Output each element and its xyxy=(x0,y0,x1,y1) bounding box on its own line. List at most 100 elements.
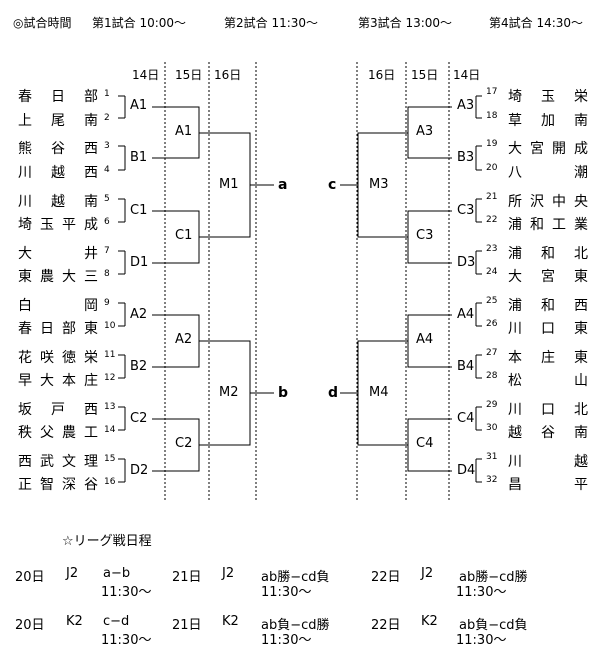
right-seed-number: 20 xyxy=(486,163,498,173)
right-seed-number: 25 xyxy=(486,296,498,306)
right-team-name: 浦和工業 xyxy=(508,214,588,234)
team-name-text: 坂戸西 xyxy=(18,402,98,418)
right-r1-match-label: B3 xyxy=(457,150,475,165)
team-name-text: 川越南 xyxy=(18,194,98,210)
league-row1-match1: a−b xyxy=(103,566,131,581)
league-row1-match3: ab勝−cd勝 xyxy=(459,570,528,585)
day-label-left-r3: 16日 xyxy=(214,68,242,82)
left-seed-number: 14 xyxy=(104,425,116,435)
left-team-name: 坂戸西 xyxy=(18,399,98,419)
team-name-text: 八潮 xyxy=(508,165,588,181)
left-seed-number: 10 xyxy=(104,321,116,331)
left-team-name: 白岡 xyxy=(18,295,98,315)
league-row1-day1: 20日 xyxy=(15,570,45,585)
team-name-text: 埼玉栄 xyxy=(508,89,588,105)
left-r1-match-label: B1 xyxy=(130,150,148,165)
left-seed-number: 13 xyxy=(104,402,116,412)
league-row1-time1: 11:30〜 xyxy=(101,585,152,600)
team-name-text: 花咲徳栄 xyxy=(18,350,98,366)
right-seed-number: 27 xyxy=(486,348,498,358)
left-r1-match-label: C2 xyxy=(130,411,148,426)
right-r2-match-label: A4 xyxy=(416,332,434,347)
team-name-text: 大宮開成 xyxy=(508,141,588,157)
team-name-text: 浦和工業 xyxy=(508,217,588,233)
team-name-text: 川越西 xyxy=(18,165,98,181)
left-team-name: 東農大三 xyxy=(18,266,98,286)
league-row2-court1: K2 xyxy=(66,614,83,629)
right-seed-number: 28 xyxy=(486,371,498,381)
right-team-name: 浦和西 xyxy=(508,295,588,315)
team-name-text: 浦和北 xyxy=(508,246,588,262)
right-r1-match-label: C3 xyxy=(457,203,475,218)
day-label-right-r3: 16日 xyxy=(368,68,396,82)
right-seed-number: 19 xyxy=(486,139,498,149)
right-team-name: 松山 xyxy=(508,370,588,390)
right-r2-match-label: C4 xyxy=(416,436,434,451)
right-team-name: 本庄東 xyxy=(508,347,588,367)
left-r1-match-label: A2 xyxy=(130,307,148,322)
team-name-text: 所沢中央 xyxy=(508,194,588,210)
left-team-name: 春日部東 xyxy=(18,318,98,338)
team-name-text: 川口北 xyxy=(508,402,588,418)
right-seed-number: 23 xyxy=(486,244,498,254)
left-team-name: 川越南 xyxy=(18,191,98,211)
right-team-name: 川口東 xyxy=(508,318,588,338)
league-row2-day1: 20日 xyxy=(15,618,45,633)
team-name-text: 川口東 xyxy=(508,321,588,337)
left-r2-match-label: A2 xyxy=(175,332,193,347)
left-r1-match-label: B2 xyxy=(130,359,148,374)
team-name-text: 松山 xyxy=(508,373,588,389)
left-team-name: 春日部 xyxy=(18,86,98,106)
left-team-name: 正智深谷 xyxy=(18,474,98,494)
right-seed-number: 21 xyxy=(486,192,498,202)
match1-time: 第1試合 10:00〜 xyxy=(92,16,187,30)
final-label-b: b xyxy=(278,385,289,401)
league-row2-time3: 11:30〜 xyxy=(456,633,507,648)
right-team-name: 所沢中央 xyxy=(508,191,588,211)
left-team-name: 花咲徳栄 xyxy=(18,347,98,367)
right-team-name: 八潮 xyxy=(508,162,588,182)
right-semifinal-label: M4 xyxy=(369,385,389,400)
league-row2-court2: K2 xyxy=(222,614,239,629)
right-r1-match-label: C4 xyxy=(457,411,475,426)
league-row1-time2: 11:30〜 xyxy=(261,585,312,600)
team-name-text: 西武文理 xyxy=(18,454,98,470)
left-team-name: 熊谷西 xyxy=(18,138,98,158)
team-name-text: 秩父農工 xyxy=(18,425,98,441)
match2-time: 第2試合 11:30〜 xyxy=(224,16,319,30)
day-label-right-r1: 14日 xyxy=(453,68,481,82)
right-r1-match-label: D4 xyxy=(457,463,476,478)
right-seed-number: 22 xyxy=(486,215,498,225)
team-name-text: 熊谷西 xyxy=(18,141,98,157)
league-row2-match3: ab負−cd負 xyxy=(459,618,528,633)
left-team-name: 上尾南 xyxy=(18,110,98,130)
final-label-a: a xyxy=(278,177,288,193)
league-row2-match2: ab負−cd勝 xyxy=(261,618,330,633)
right-seed-number: 26 xyxy=(486,319,498,329)
left-seed-number: 9 xyxy=(104,298,110,308)
final-label-d: d xyxy=(328,385,339,401)
left-r1-match-label: A1 xyxy=(130,98,148,113)
league-row2-day2: 21日 xyxy=(172,618,202,633)
left-team-name: 川越西 xyxy=(18,162,98,182)
league-row1-court3: J2 xyxy=(421,566,434,581)
left-seed-number: 3 xyxy=(104,141,110,151)
team-name-text: 草加南 xyxy=(508,113,588,129)
league-row2-time2: 11:30〜 xyxy=(261,633,312,648)
league-title: ☆リーグ戦日程 xyxy=(62,534,152,549)
left-seed-number: 8 xyxy=(104,269,110,279)
day-label-right-r2: 15日 xyxy=(411,68,439,82)
team-name-text: 早大本庄 xyxy=(18,373,98,389)
right-team-name: 埼玉栄 xyxy=(508,86,588,106)
left-r2-match-label: A1 xyxy=(175,124,193,139)
final-label-c: c xyxy=(328,177,337,193)
day-label-left-r1: 14日 xyxy=(132,68,160,82)
team-name-text: 東農大三 xyxy=(18,269,98,285)
left-r1-match-label: D1 xyxy=(130,255,149,270)
right-seed-number: 30 xyxy=(486,423,498,433)
left-seed-number: 15 xyxy=(104,454,116,464)
team-name-text: 川越 xyxy=(508,454,588,470)
right-seed-number: 24 xyxy=(486,267,498,277)
right-r1-match-label: D3 xyxy=(457,255,476,270)
